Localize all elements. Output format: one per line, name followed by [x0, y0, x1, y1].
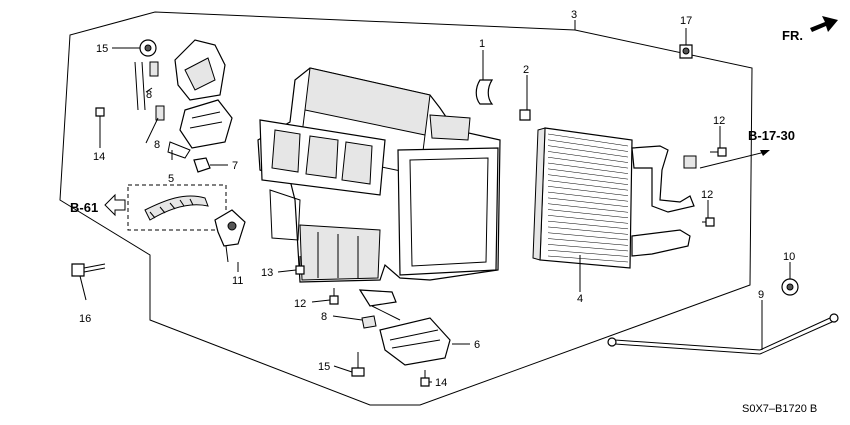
callout-9: 9: [758, 289, 764, 301]
front-arrow-icon: [810, 16, 838, 32]
callout-12-upper: 12: [713, 115, 725, 127]
heater-core: [532, 127, 697, 269]
callout-7: 7: [232, 160, 238, 172]
core-fin: [547, 238, 629, 246]
callout-8-middle: 8: [154, 139, 160, 151]
b61-reference: B-61: [70, 200, 98, 215]
callout-12-middle: 12: [701, 189, 713, 201]
core-fin: [547, 168, 629, 180]
callout-14-lower: 14: [435, 377, 447, 389]
core-fin: [547, 203, 629, 213]
core-fin: [547, 226, 629, 235]
core-fin: [547, 186, 629, 196]
core-fin: [547, 255, 629, 263]
callout-13: 13: [261, 267, 273, 279]
callout-12-lower: 12: [294, 298, 306, 310]
arrow-right-icon: [760, 150, 770, 156]
callout-3: 3: [571, 9, 577, 21]
callout-14-upper: 14: [93, 151, 105, 163]
callout-17: 17: [680, 15, 692, 27]
callout-numbers: 1 2 3 4 5 6 7 8 8 8 9 10 11 12 12 12 13 …: [79, 9, 795, 389]
core-fin: [547, 180, 629, 191]
callout-11: 11: [232, 275, 243, 287]
core-fin: [547, 133, 629, 147]
core-fin: [547, 139, 629, 152]
callout-8-upper: 8: [146, 89, 152, 101]
core-fin: [547, 232, 629, 241]
leader-lines: [79, 20, 791, 383]
diagram-code: S0X7–B1720 B: [742, 403, 817, 415]
front-label: FR.: [782, 28, 803, 43]
callout-4: 4: [577, 293, 583, 305]
core-fin: [547, 220, 629, 230]
callout-5: 5: [168, 173, 174, 185]
b1730-reference-arrow: B-17-30: [699, 128, 795, 169]
callout-15-lower: 15: [318, 361, 330, 373]
callout-16: 16: [79, 313, 91, 325]
callout-8-lower: 8: [321, 311, 327, 323]
b61-reference-arrow: B-61: [70, 193, 126, 217]
core-fin: [547, 215, 629, 224]
callout-6: 6: [474, 339, 480, 351]
lower-actuator: [358, 289, 451, 366]
assembly-boundary: [59, 11, 753, 406]
b61-hose-group: [127, 184, 246, 263]
b1730-reference: B-17-30: [748, 128, 795, 143]
loose-fasteners: [71, 44, 799, 387]
callout-1: 1: [479, 38, 485, 50]
core-fin: [547, 197, 629, 208]
callout-15-upper: 15: [96, 43, 108, 55]
heater-housing: [257, 67, 501, 283]
core-fin: [547, 249, 629, 257]
core-fin: [547, 156, 629, 169]
left-mounted-parts: [95, 39, 233, 173]
core-fin: [547, 244, 629, 252]
control-cable: [607, 313, 839, 355]
core-fin: [547, 145, 629, 158]
front-direction-indicator: FR.: [782, 16, 838, 43]
left-arrow-icon: [104, 193, 126, 217]
callout-2: 2: [523, 64, 529, 76]
core-fin: [547, 191, 629, 202]
core-fin: [547, 174, 629, 185]
core-fin: [547, 162, 629, 174]
callout-10: 10: [783, 251, 795, 263]
core-fin: [547, 151, 629, 163]
core-fin: [547, 209, 629, 219]
